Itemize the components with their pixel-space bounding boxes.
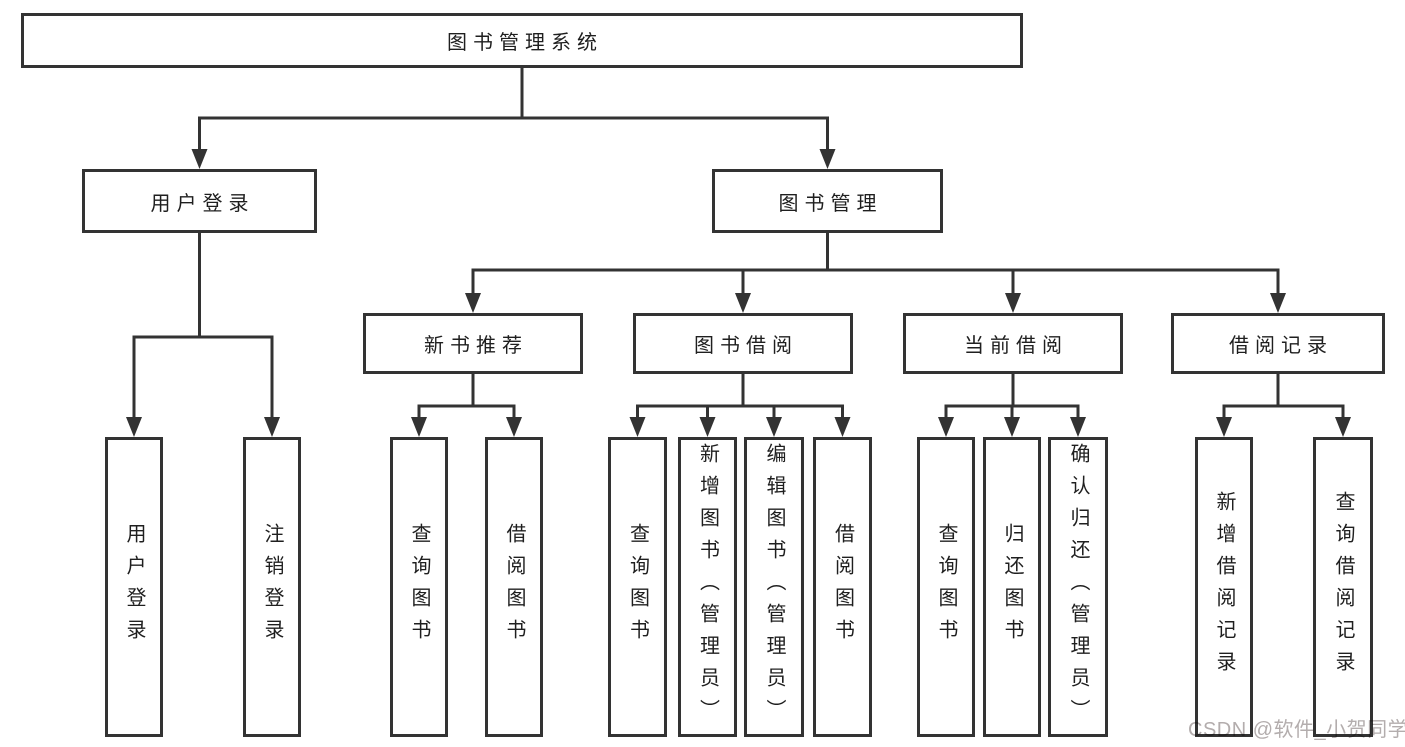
connector-new-book-children: [417, 374, 516, 421]
leaf-current-confirm-return-admin: 确认归还（管理员）: [1048, 437, 1108, 737]
leaf-current-query-books-label: 查询图书: [935, 523, 957, 651]
leaf-records-query-record-label: 查询借阅记录: [1332, 491, 1354, 683]
module-current-borrow-label: 当前借阅: [964, 335, 1068, 357]
branch-book-management: 图书管理: [712, 169, 943, 233]
leaf-records-add-record: 新增借阅记录: [1195, 437, 1253, 737]
arrowheads-user-login-children: [126, 417, 280, 437]
connector-current-children: [944, 374, 1080, 421]
connector-borrow-children: [636, 374, 844, 421]
leaf-borrow-query-books: 查询图书: [608, 437, 667, 737]
leaf-current-return-books: 归还图书: [983, 437, 1041, 737]
arrowheads-records-children: [1216, 417, 1351, 437]
root-node: 图书管理系统: [21, 13, 1023, 68]
leaf-newbook-query-books: 查询图书: [390, 437, 448, 737]
root-node-label: 图书管理系统: [447, 32, 603, 54]
module-current-borrow: 当前借阅: [903, 313, 1123, 374]
connector-root-to-level2: [198, 68, 829, 153]
arrowheads-new-book-children: [411, 417, 522, 437]
leaf-borrow-add-books-admin-label: 新增图书（管理员）: [696, 443, 719, 731]
leaf-user-login-label: 用户登录: [123, 523, 145, 651]
module-borrow-records: 借阅记录: [1171, 313, 1385, 374]
arrowheads-borrow-children: [629, 417, 851, 437]
connector-book-mgmt-children: [471, 233, 1280, 297]
leaf-borrow-edit-books-admin: 编辑图书（管理员）: [744, 437, 804, 737]
leaf-current-query-books: 查询图书: [917, 437, 975, 737]
leaf-logout-label: 注销登录: [261, 523, 283, 651]
arrowheads-current-children: [938, 417, 1086, 437]
leaf-current-return-books-label: 归还图书: [1001, 523, 1023, 651]
leaf-borrow-query-books-label: 查询图书: [626, 523, 649, 651]
branch-user-login: 用户登录: [82, 169, 317, 233]
leaf-borrow-borrow-books-label: 借阅图书: [831, 523, 854, 651]
leaf-newbook-query-books-label: 查询图书: [408, 523, 430, 651]
module-borrow-records-label: 借阅记录: [1229, 335, 1333, 357]
module-book-borrow-label: 图书借阅: [694, 335, 798, 357]
arrowheads-book-mgmt-children: [465, 293, 1286, 313]
leaf-current-confirm-return-admin-label: 确认归还（管理员）: [1067, 443, 1089, 731]
leaf-borrow-edit-books-admin-label: 编辑图书（管理员）: [763, 443, 785, 731]
module-new-book-recommend-label: 新书推荐: [424, 335, 528, 357]
connector-records-children: [1222, 374, 1345, 421]
leaf-borrow-add-books-admin: 新增图书（管理员）: [678, 437, 737, 737]
module-book-borrow: 图书借阅: [633, 313, 853, 374]
connector-user-login-children: [132, 233, 274, 421]
leaf-newbook-borrow-books: 借阅图书: [485, 437, 543, 737]
leaf-user-login: 用户登录: [105, 437, 163, 737]
leaf-borrow-borrow-books: 借阅图书: [813, 437, 872, 737]
branch-book-management-label: 图书管理: [778, 192, 883, 215]
module-new-book-recommend: 新书推荐: [363, 313, 583, 374]
leaf-records-query-record: 查询借阅记录: [1313, 437, 1373, 737]
branch-user-login-label: 用户登录: [150, 192, 255, 215]
arrowheads-level2: [191, 149, 836, 169]
leaf-records-add-record-label: 新增借阅记录: [1213, 491, 1235, 683]
leaf-logout: 注销登录: [243, 437, 301, 737]
watermark: CSDN @软件_小贺同学: [1188, 719, 1405, 741]
leaf-newbook-borrow-books-label: 借阅图书: [503, 523, 525, 651]
